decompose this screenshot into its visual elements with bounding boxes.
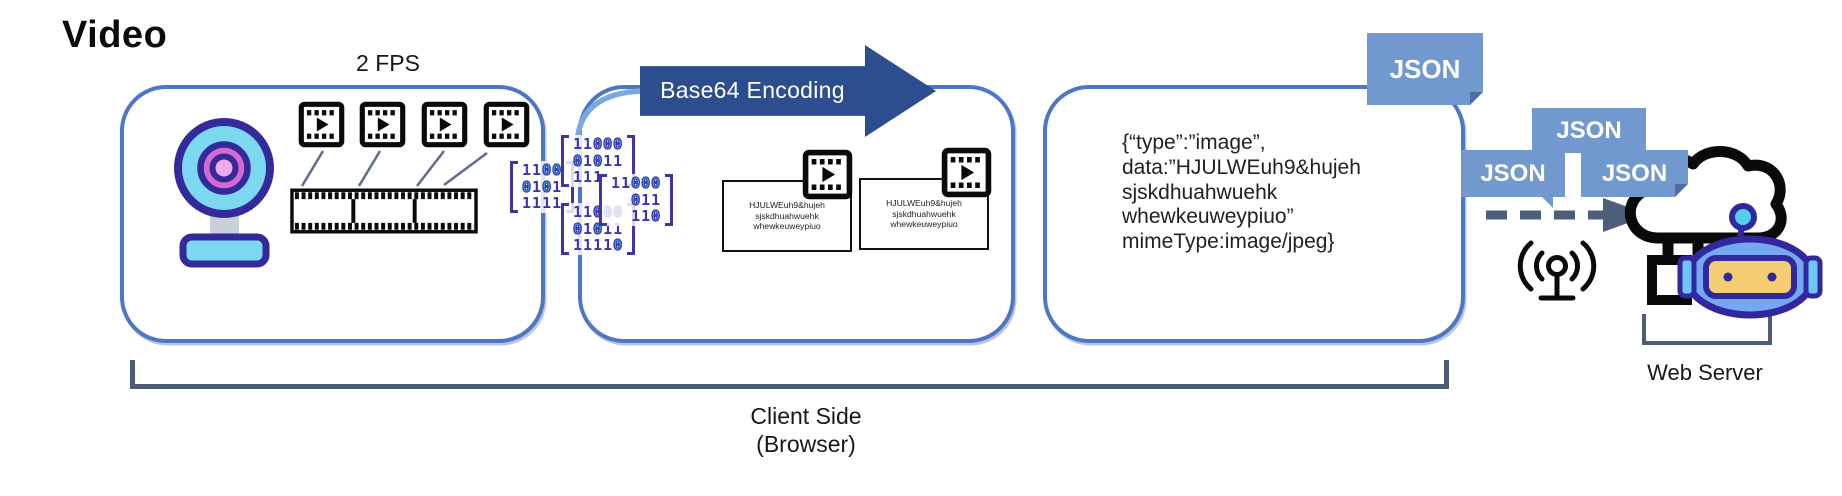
encoded-frame-card: HJULWEuh9&hujeh sjskdhuahwuehk whewkeuwe…	[859, 178, 989, 250]
bracket-left	[599, 174, 607, 226]
json-badge: JSON	[1367, 33, 1483, 105]
video-frame-icon	[483, 101, 530, 148]
json-badge: JSON	[1532, 108, 1646, 153]
bracket-left	[561, 135, 569, 187]
diagram-title: Video	[62, 14, 168, 56]
client-side-bracket	[130, 360, 1449, 389]
json-payload-text: {“type”:”image”, data:”HJULWEuh9&hujeh s…	[1122, 131, 1361, 254]
fps-label: 2 FPS	[356, 50, 420, 76]
video-frame-icon	[802, 149, 853, 200]
web-server-bracket	[1642, 314, 1772, 345]
webcam-icon	[174, 118, 274, 268]
web-server-icon	[1624, 146, 1823, 319]
video-frame-icon	[359, 101, 406, 148]
bracket-right	[665, 174, 674, 226]
base64-encoding-label: Base64 Encoding	[660, 77, 845, 104]
binary-block: 11000 011 110	[599, 174, 674, 226]
client-side-label: Client Side (Browser)	[750, 403, 862, 457]
json-payload-box	[1043, 85, 1465, 343]
web-server-label: Web Server	[1647, 360, 1763, 385]
binary-block: 1100 0101 1111	[510, 161, 575, 213]
video-frame-icon	[941, 147, 992, 198]
video-frame-icon	[298, 101, 345, 148]
antenna-icon	[1517, 240, 1597, 301]
film-strip-icon	[290, 188, 478, 234]
json-badge: JSON	[1581, 150, 1688, 197]
json-badge: JSON	[1461, 150, 1565, 208]
encoded-frame-card: HJULWEuh9&hujeh sjskdhuahwuehk whewkeuwe…	[722, 180, 852, 252]
bracket-left	[510, 161, 518, 213]
bracket-left	[561, 203, 569, 255]
video-frame-icon	[421, 101, 468, 148]
frame-connector-lines	[300, 150, 488, 187]
